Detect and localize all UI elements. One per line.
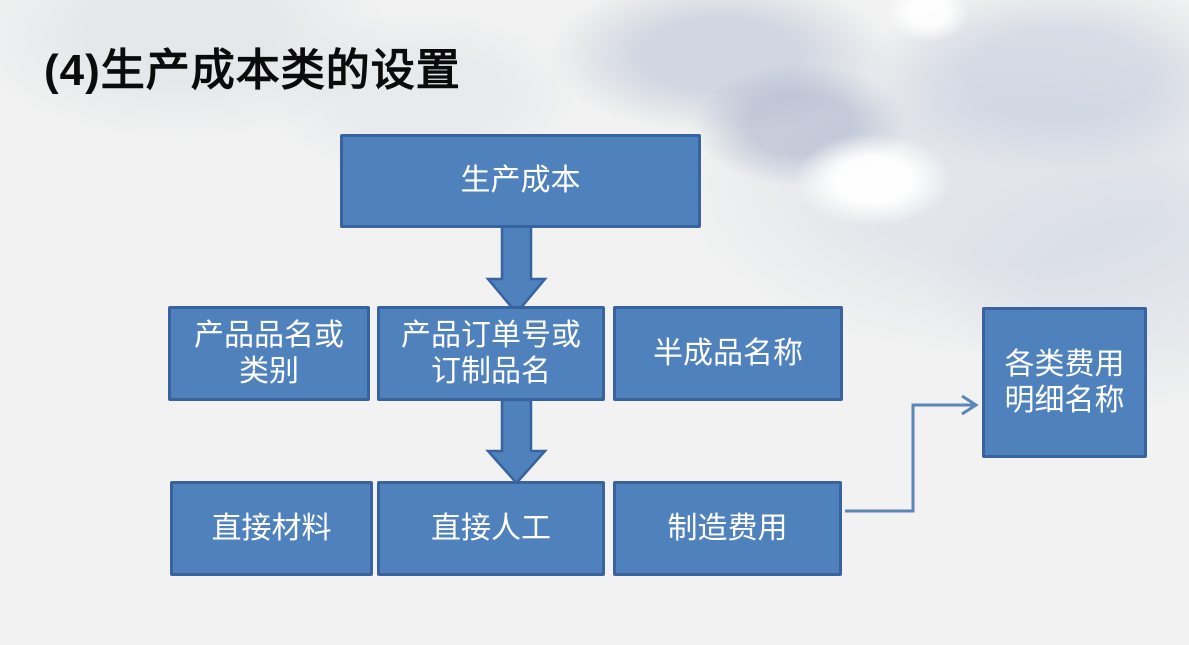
node-direct-labor: 直接人工 xyxy=(377,481,605,576)
down-arrow-icon xyxy=(485,398,548,485)
node-manufacturing-overhead: 制造费用 xyxy=(613,481,842,576)
node-product-name-or-category: 产品品名或 类别 xyxy=(168,306,370,401)
node-label: 产品品名或 类别 xyxy=(194,319,344,388)
node-label: 制造费用 xyxy=(667,511,788,545)
node-semi-finished-product-name: 半成品名称 xyxy=(613,306,843,401)
slide-title: (4)生产成本类的设置 xyxy=(44,46,461,95)
node-label: 生产成本 xyxy=(460,164,581,198)
elbow-arrow-right-icon xyxy=(845,394,979,513)
node-order-number-or-custom-product: 产品订单号或 订制品名 xyxy=(377,306,605,401)
node-label: 直接人工 xyxy=(431,511,551,545)
node-label: 各类费用 明细名称 xyxy=(1004,348,1125,417)
node-label: 产品订单号或 订制品名 xyxy=(401,319,581,388)
node-production-cost: 生产成本 xyxy=(340,134,701,228)
down-arrow-icon xyxy=(485,223,548,315)
node-direct-materials: 直接材料 xyxy=(170,481,373,576)
node-label: 半成品名称 xyxy=(653,336,803,370)
node-label: 直接材料 xyxy=(211,511,332,545)
node-expense-detail-names: 各类费用 明细名称 xyxy=(982,307,1147,458)
